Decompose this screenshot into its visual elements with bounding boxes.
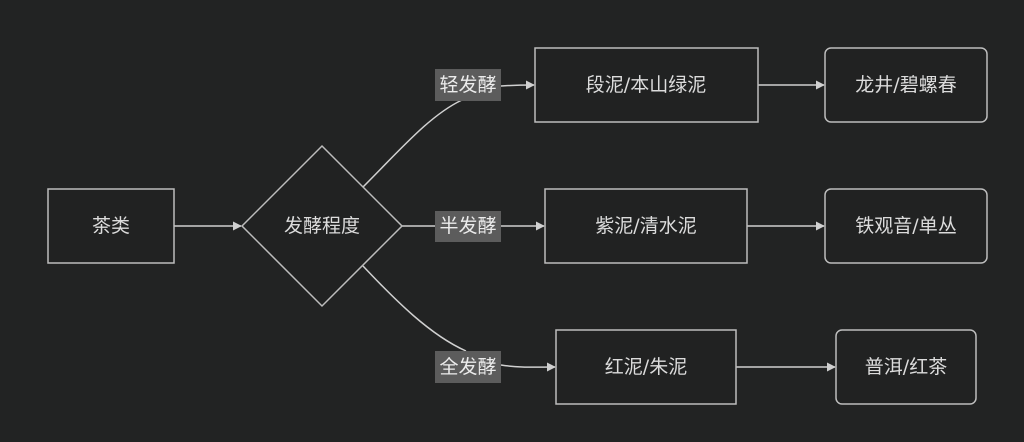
node-fermentation[interactable]: 发酵程度 <box>240 144 404 308</box>
edge-label-light-text: 轻发酵 <box>439 74 496 96</box>
edge-fermentation-to-clay-full <box>362 265 467 352</box>
edge-label-light: 轻发酵 <box>435 69 501 101</box>
node-tea-semi-label: 铁观音/单丛 <box>855 215 956 237</box>
edge-label-full-text: 全发酵 <box>439 356 496 378</box>
node-tea[interactable]: 茶类 <box>47 188 175 264</box>
edge-label-full-to-clay-full <box>500 362 556 372</box>
node-tea-full[interactable]: 普洱/红茶 <box>835 329 977 405</box>
edge-label-full: 全发酵 <box>435 351 501 383</box>
node-clay-light[interactable]: 段泥/本山绿泥 <box>534 47 759 123</box>
edge-label-semi-text: 半发酵 <box>439 215 496 237</box>
node-clay-full[interactable]: 红泥/朱泥 <box>555 329 737 405</box>
node-tea-label: 茶类 <box>92 215 130 237</box>
edge-label-light-to-clay-light <box>500 80 535 90</box>
edge-fermentation-to-clay-light <box>362 97 469 188</box>
node-clay-semi-label: 紫泥/清水泥 <box>595 215 696 237</box>
node-fermentation-label: 发酵程度 <box>284 215 360 237</box>
node-tea-light[interactable]: 龙井/碧螺春 <box>824 47 988 123</box>
node-clay-light-label: 段泥/本山绿泥 <box>586 74 706 96</box>
node-tea-full-label: 普洱/红茶 <box>865 356 947 378</box>
edge-label-semi: 半发酵 <box>435 211 501 242</box>
node-clay-semi[interactable]: 紫泥/清水泥 <box>544 188 748 264</box>
node-tea-light-label: 龙井/碧螺春 <box>855 74 956 96</box>
node-tea-semi[interactable]: 铁观音/单丛 <box>824 188 988 264</box>
node-clay-full-label: 红泥/朱泥 <box>605 356 687 378</box>
